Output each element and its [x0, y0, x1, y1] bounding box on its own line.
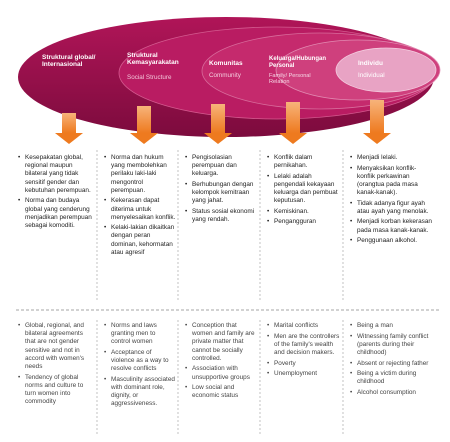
list-item: •Masculinity associated with dominant ro… — [104, 375, 175, 408]
arrow-family — [279, 102, 307, 144]
level-individual-title: Individu — [358, 60, 383, 67]
list-item: •Berhubungan dengan kelompok kemitraan y… — [185, 180, 254, 205]
list-item: •Marital conflicts — [267, 322, 319, 329]
level-global-title: Struktural global/ Internasional — [42, 54, 96, 69]
list-item: •Poverty — [267, 359, 296, 367]
arrow-global — [55, 113, 83, 144]
ellipse-individual — [335, 47, 437, 93]
list-item: •Tendency of global norms and culture to… — [18, 373, 84, 406]
factor-list: •Being a man •Witnessing family conflict… — [350, 322, 432, 397]
level-societal-title: Struktural Kemasyarakatan — [127, 52, 179, 67]
list-item: •Pengisolasian perempuan dan keluarga. — [185, 154, 237, 178]
column-societal-id: •Norma dan hukum yang membolehkan perila… — [104, 154, 176, 259]
factor-list: •Conception that women and family are pr… — [185, 322, 258, 400]
column-family-id: •Konflik dalam pernikahan. •Lelaki adala… — [267, 154, 341, 229]
list-item: •Absent or rejecting father — [350, 359, 429, 367]
arrow-societal — [130, 106, 158, 144]
level-community-subtitle: Community — [209, 72, 241, 79]
list-item: •Being a victim during childhood — [350, 370, 417, 386]
list-item: •Konflik dalam pernikahan. — [267, 154, 313, 170]
arrow-individual — [363, 100, 391, 144]
list-item: •Penggunaan alkohol. — [350, 237, 418, 245]
level-community-title: Komunitas — [209, 60, 243, 67]
list-item: •Kekerasan dapat diterima untuk menyeles… — [104, 197, 176, 221]
factor-list: •Pengisolasian perempuan dan keluarga. •… — [185, 154, 258, 224]
list-item: •Menyaksikan konflik-konflik perkawinan … — [350, 164, 418, 197]
list-item: •Pengangguran — [267, 218, 316, 226]
list-item: •Low social and economic status — [185, 384, 239, 400]
factor-list: •Marital conflicts •Men are the controll… — [267, 322, 341, 378]
factor-list: •Global, regional, and bilateral agreeme… — [18, 322, 95, 406]
list-item: •Unemployment — [267, 370, 317, 378]
list-item: •Kelaki-lakian dikaitkan dengan peran do… — [104, 224, 175, 256]
list-item: •Conception that women and family are pr… — [185, 322, 255, 362]
factor-list: •Konflik dalam pernikahan. •Lelaki adala… — [267, 154, 341, 227]
level-family-subtitle: Family/ Personal Relation — [269, 73, 311, 86]
factor-list: •Menjadi lelaki. •Menyaksikan konflik-ko… — [350, 154, 432, 245]
list-item: •Association with unsupportive groups — [185, 365, 250, 381]
level-societal-subtitle: Social Structure — [127, 74, 172, 81]
list-item: •Status sosial ekonomi yang rendah. — [185, 207, 255, 224]
list-item: •Norms and laws granting men to control … — [104, 322, 157, 346]
column-global-en: •Global, regional, and bilateral agreeme… — [18, 322, 95, 409]
list-item: •Global, regional, and bilateral agreeme… — [18, 322, 85, 370]
factor-list: •Norma dan hukum yang membolehkan perila… — [104, 154, 176, 257]
level-family-title: Keluarga/Hubungan Personal — [269, 56, 327, 69]
list-item: •Lelaki adalah pengendali kekayaan kelua… — [267, 172, 338, 205]
column-societal-en: •Norms and laws granting men to control … — [104, 322, 176, 411]
list-item: •Kemiskinan. — [267, 207, 309, 215]
list-item: •Alcohol consumption — [350, 388, 416, 396]
factor-list: •Norms and laws granting men to control … — [104, 322, 176, 409]
column-community-en: •Conception that women and family are pr… — [185, 322, 258, 403]
list-item: •Norma dan hukum yang membolehkan perila… — [104, 154, 167, 194]
list-item: •Witnessing family conflict (parents dur… — [350, 332, 429, 356]
arrow-community — [204, 104, 232, 144]
column-individual-id: •Menjadi lelaki. •Menyaksikan konflik-ko… — [350, 154, 432, 248]
column-community-id: •Pengisolasian perempuan dan keluarga. •… — [185, 154, 258, 227]
column-family-en: •Marital conflicts •Men are the controll… — [267, 322, 341, 381]
list-item: •Being a man — [350, 322, 393, 329]
list-item: •Norma dan budaya global yang cenderung … — [18, 197, 92, 229]
factor-list: •Kesepakatan global, regional maupun bil… — [18, 154, 95, 230]
column-individual-en: •Being a man •Witnessing family conflict… — [350, 322, 432, 399]
level-individual-subtitle: Individual — [358, 72, 385, 79]
list-item: •Menjadi korban kekerasan pada masa kana… — [350, 218, 432, 234]
column-global-id: •Kesepakatan global, regional maupun bil… — [18, 154, 95, 232]
list-item: •Men are the controllers of the family's… — [267, 332, 340, 356]
list-item: •Acceptance of violence as a way to reso… — [104, 348, 169, 373]
list-item: •Menjadi lelaki. — [350, 154, 398, 161]
list-item: •Tidak adanya figur ayah atau ayah yang … — [350, 199, 429, 215]
list-item: •Kesepakatan global, regional maupun bil… — [18, 154, 91, 194]
